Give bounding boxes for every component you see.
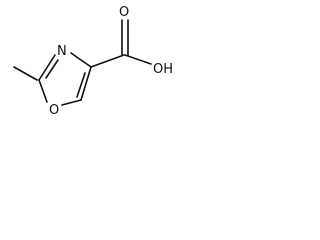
nitrogen-atom-label: N (57, 44, 67, 59)
ring-oxygen-atom-label: O (49, 103, 59, 118)
methyl-bond (13, 66, 38, 81)
ring-bond-c4-c5-double (76, 72, 86, 98)
hydroxyl-bond (124, 54, 152, 65)
carboxyl-c-bond (90, 54, 125, 68)
ring-bond-c5-o1 (61, 99, 82, 106)
carbonyl-oxygen-atom-label: O (119, 5, 129, 20)
ring-bond-o1-c2 (38, 79, 48, 103)
ring-bond-c4-c5 (80, 66, 92, 101)
hydroxyl-label: OH (153, 62, 173, 77)
ring-bond-n3-c4 (70, 52, 92, 68)
chemical-structure-diagram: N O O OH (13, 5, 173, 118)
ring-bond-c2-n3-double (45, 59, 59, 79)
ring-bond-c2-n3 (38, 54, 56, 81)
